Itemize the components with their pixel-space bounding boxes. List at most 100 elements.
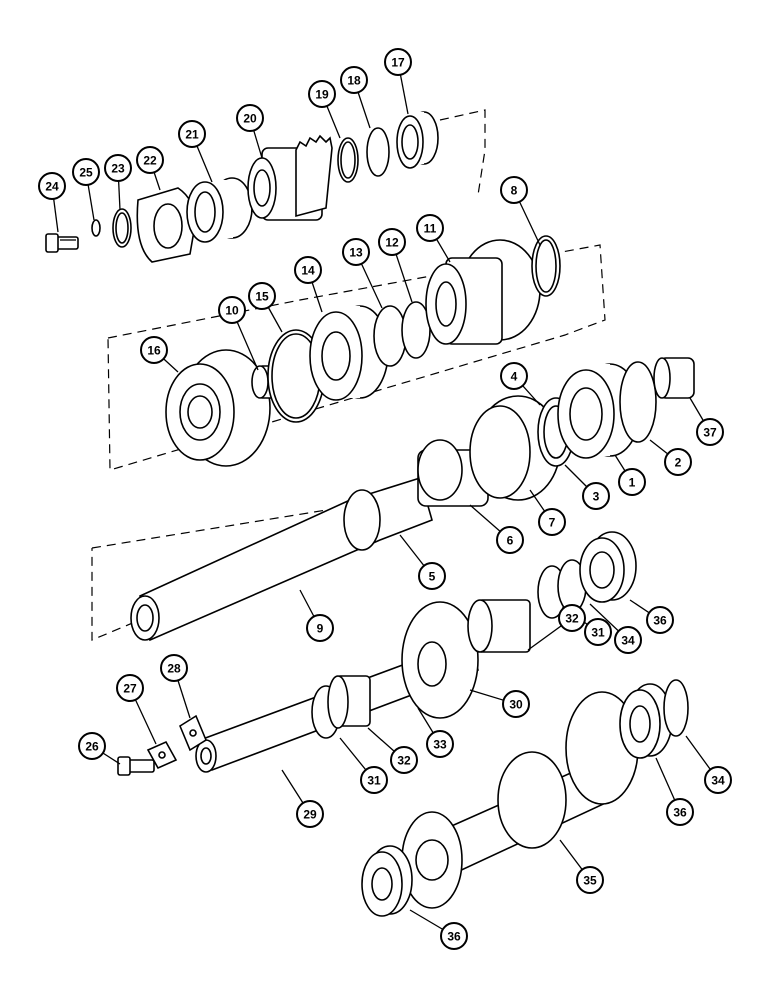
callout-number: 32 [397,754,411,768]
callout-29: 29 [281,769,324,828]
callout-number: 5 [429,570,436,584]
bearing-31-upper [537,559,587,619]
callout-circle [378,228,406,256]
callout-circle [72,158,100,186]
bolt-24 [45,233,79,253]
bearing-21 [186,177,253,243]
callout-4: 4 [500,362,541,406]
callout-number: 22 [143,154,157,168]
callout-number: 30 [509,698,523,712]
callout-30: 30 [469,689,530,718]
callout-number: 33 [433,738,447,752]
callout-11: 11 [416,214,451,263]
callout-circle [384,48,412,76]
callout-number: 37 [703,426,717,440]
callout-36a: 36 [629,599,674,634]
callout-number: 19 [315,88,329,102]
callout-circle [496,526,524,554]
callout-circle [500,176,528,204]
callout-circle [440,922,468,950]
countershaft-35 [401,691,639,909]
callout-number: 2 [675,456,682,470]
callout-number: 31 [367,774,381,788]
callout-number: 11 [424,222,437,236]
callout-circle [618,468,646,496]
callout-circle [664,448,692,476]
callout-circle [704,766,732,794]
snap-ring-19 [337,137,359,183]
callout-circle [584,618,612,646]
callout-31a: 31 [569,611,612,646]
callout-circle [140,336,168,364]
callout-circle [340,66,368,94]
callout-number: 18 [347,74,361,88]
callout-31b: 31 [339,737,388,794]
callout-circle [296,800,324,828]
callout-circle [38,172,66,200]
ring-13 [373,305,407,367]
callout-number: 20 [243,112,257,126]
callout-circle [178,120,206,148]
callout-number: 36 [673,806,687,820]
callout-circle [308,80,336,108]
callout-number: 10 [225,304,239,318]
callout-32b: 32 [367,727,418,774]
callout-number: 27 [123,682,137,696]
callout-number: 13 [349,246,363,260]
callout-number: 32 [565,612,579,626]
callout-number: 23 [111,162,125,176]
callout-number: 34 [621,634,635,648]
callout-13: 13 [342,238,383,309]
callout-number: 14 [301,264,315,278]
callout-number: 17 [391,56,405,70]
callout-circle [306,614,334,642]
callout-24: 24 [38,172,66,233]
callout-number: 16 [147,344,161,358]
callout-circle [558,604,586,632]
callout-23: 23 [104,154,132,211]
callout-17: 17 [384,48,412,115]
callout-3: 3 [564,464,610,510]
callout-21: 21 [178,120,213,183]
callout-32a: 32 [527,604,586,651]
washer-25 [91,219,101,237]
callout-circle [538,508,566,536]
callout-6: 6 [469,504,524,554]
callout-number: 35 [583,874,597,888]
bearing-cup-17 [396,111,439,169]
callout-number: 15 [255,290,269,304]
callout-7: 7 [529,489,566,536]
callout-number: 3 [593,490,600,504]
callout-28: 28 [160,654,191,719]
callout-number: 6 [507,534,514,548]
callout-number: 25 [79,166,93,180]
callout-circle [104,154,132,182]
callout-number: 9 [317,622,324,636]
callout-circle [294,256,322,284]
callout-number: 29 [303,808,317,822]
callout-34a: 34 [589,603,642,654]
callout-circle [78,732,106,760]
callout-circle [416,214,444,242]
callout-19: 19 [308,80,341,139]
ring-18 [366,127,390,177]
bearing-36-bottom [361,845,413,917]
callout-36b: 36 [655,757,694,826]
callout-10: 10 [218,296,259,371]
callout-26: 26 [78,732,121,765]
callout-16: 16 [140,336,179,373]
callout-number: 12 [385,236,399,250]
callout-number: 26 [85,740,99,754]
callout-number: 21 [185,128,199,142]
callout-circle [160,654,188,682]
callout-12: 12 [378,228,413,303]
callout-number: 36 [447,930,461,944]
callout-14: 14 [294,256,323,313]
retainer-plate-22 [136,187,196,263]
callout-circle [116,674,144,702]
callout-number: 31 [591,626,605,640]
callout-circle [502,690,530,718]
bearing-1 [557,363,641,459]
callout-circle [646,606,674,634]
